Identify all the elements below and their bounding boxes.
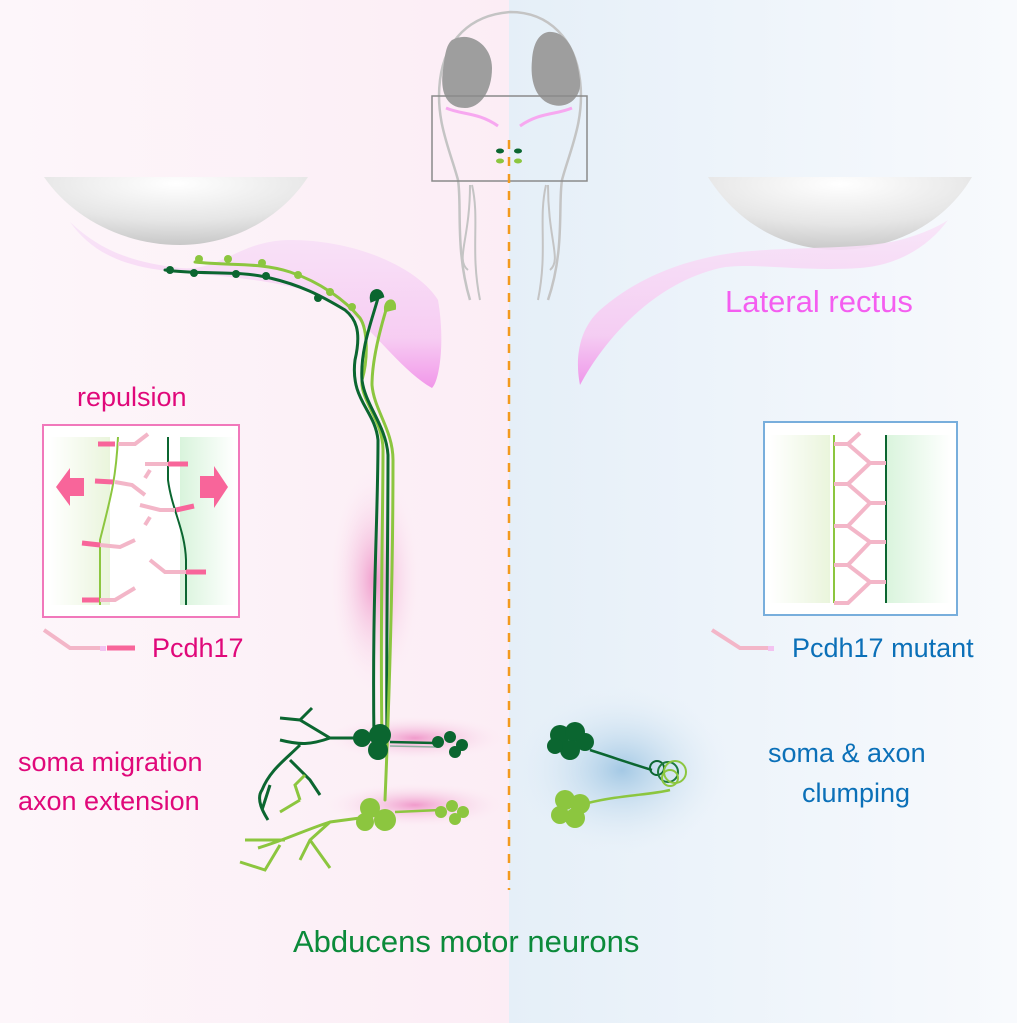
clump-glow xyxy=(512,685,732,855)
repulsion-label: repulsion xyxy=(77,382,187,412)
pcdh17-mutant-molecule-icon xyxy=(710,628,774,651)
pcdh17-legend-label: Pcdh17 xyxy=(152,633,244,663)
wildtype-dark-somas xyxy=(258,706,468,821)
repulsion-schematic xyxy=(42,424,240,618)
mutant-schematic xyxy=(763,421,958,616)
right-lateral-rectus xyxy=(577,220,948,385)
left-eye xyxy=(44,177,308,245)
mutant-phenotype-line2: clumping xyxy=(802,778,911,808)
right-eye xyxy=(708,177,972,250)
wildtype-light-somas xyxy=(239,773,469,872)
lateral-rectus-label: Lateral rectus xyxy=(725,284,913,319)
right-eye-icon xyxy=(531,31,581,106)
wildtype-phenotype-line1: soma migration xyxy=(18,747,203,777)
left-lateral-rectus xyxy=(70,222,442,388)
wildtype-phenotype-line2: axon extension xyxy=(18,786,200,816)
neurons-label: Abducens motor neurons xyxy=(293,924,640,959)
wildtype-axon-bundle xyxy=(163,255,397,802)
mutant-dark-soma-clump xyxy=(547,722,679,783)
left-eye-icon xyxy=(442,36,492,108)
repulsion-right-arrow-icon xyxy=(200,466,228,508)
repulsion-left-arrow-icon xyxy=(56,468,84,506)
pcdh17-mutant-legend-label: Pcdh17 mutant xyxy=(792,633,974,663)
pcdh17-molecule-icon xyxy=(42,628,135,651)
mutant-light-soma-clump xyxy=(551,760,687,828)
mutant-phenotype-line1: soma & axon xyxy=(768,738,926,768)
